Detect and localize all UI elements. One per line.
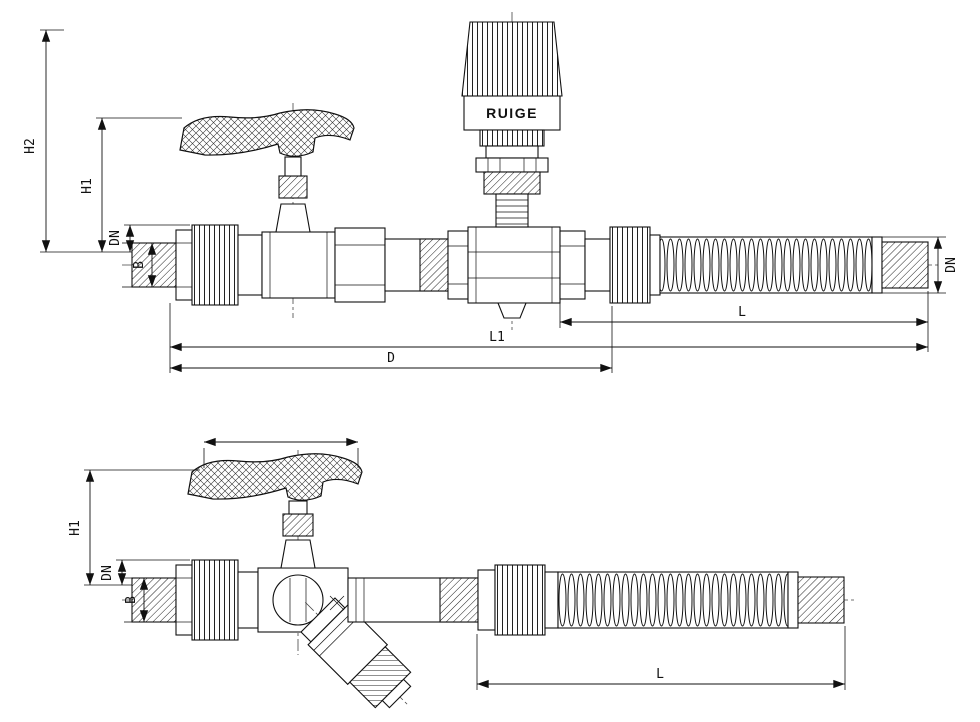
- thermostatic-valve: [447, 226, 651, 319]
- stem-boss: [280, 539, 316, 569]
- gland-nut: [483, 171, 541, 195]
- hose-union-nut: [609, 226, 651, 304]
- dim-label-dn-left: DN: [108, 230, 123, 246]
- dim-label-d: D: [387, 351, 395, 366]
- dim-l-bottom: L: [476, 626, 846, 690]
- dim-label-dn-bottom: DN: [100, 565, 115, 581]
- dim-label-h2: H2: [23, 138, 38, 154]
- head-knob: [461, 21, 563, 97]
- valve-stem: [288, 500, 308, 515]
- top-dimensions: H2 H1 DN B DN: [23, 29, 959, 373]
- union-nut: [334, 227, 386, 303]
- dim-label-b-bottom: B: [124, 596, 139, 604]
- ball-valve-handle-bottom: [187, 453, 363, 501]
- head-ring-1: [485, 145, 539, 159]
- corrugated-hose: [659, 236, 873, 294]
- thermo-valve-body: [467, 226, 561, 304]
- ball-valve-bottom: [187, 453, 363, 633]
- hose-end-fitting: [871, 236, 929, 294]
- dim-label-l1: L1: [489, 330, 505, 345]
- thermostatic-head: RUIGE: [461, 21, 563, 228]
- bottom-dimensions: H1 DN B L: [68, 437, 846, 690]
- dim-label-b: B: [132, 261, 147, 269]
- inlet-fitting-bottom: [131, 559, 239, 641]
- flex-hose-bottom: [544, 571, 845, 629]
- packing-nut: [282, 513, 314, 537]
- valve-nut-left: [447, 230, 469, 300]
- mid-pipe-bottom: [347, 564, 546, 636]
- hose-collar: [649, 234, 661, 296]
- dim-dn-left: DN: [108, 224, 190, 252]
- dim-dn-right: DN: [876, 236, 959, 294]
- head-collar: [479, 129, 545, 147]
- dim-b: B: [122, 242, 157, 288]
- dim-label-dn-right: DN: [944, 257, 959, 273]
- flex-hose-top: [649, 234, 929, 296]
- inlet-fitting: [131, 224, 239, 306]
- valve-inlet-neck: [237, 571, 259, 629]
- y-strainer: [300, 597, 412, 709]
- threaded-section: [419, 238, 449, 292]
- dim-label-h1-bottom: H1: [68, 520, 83, 536]
- bottom-view: H1 DN B L: [68, 437, 855, 709]
- hose-collar: [544, 571, 559, 629]
- dim-dn-bottom: DN: [100, 559, 190, 585]
- valve-body: [261, 231, 336, 299]
- dim-l-top: L: [559, 291, 929, 352]
- hose-union-nut: [494, 564, 546, 636]
- dim-handle-width: [203, 437, 359, 468]
- brand-logo: RUIGE: [486, 105, 538, 121]
- outlet-adapter: [584, 238, 611, 292]
- dim-b-bottom: B: [124, 577, 149, 623]
- packing-nut: [278, 175, 308, 199]
- valve-ball: [272, 574, 324, 626]
- valve-nut-right: [559, 230, 586, 300]
- dim-h2: H2: [23, 29, 132, 253]
- hose-end-fitting: [787, 571, 845, 629]
- top-view: RUIGE H2: [23, 12, 959, 373]
- dim-label-l-top: L: [738, 305, 746, 320]
- valve-stem: [284, 156, 302, 177]
- corrugated-hose: [557, 571, 789, 629]
- ball-valve-handle: [179, 109, 355, 157]
- dim-label-l-bottom: L: [656, 667, 664, 682]
- ball-valve: [179, 109, 355, 299]
- head-ring-2: [475, 157, 549, 173]
- x-mark: [329, 595, 345, 611]
- valve-inlet-neck: [237, 234, 263, 296]
- threaded-section: [439, 577, 479, 623]
- mid-union: [334, 227, 449, 303]
- dim-l1: L1: [169, 303, 928, 373]
- dim-h1-bottom: H1: [68, 469, 200, 586]
- strainer-plug: [381, 678, 412, 709]
- dim-h1: H1: [80, 117, 182, 252]
- drain-boss: [497, 302, 527, 319]
- dim-d: D: [170, 306, 613, 373]
- spring-housing: [495, 193, 529, 228]
- dim-label-h1: H1: [80, 178, 95, 194]
- stem-boss: [275, 203, 311, 233]
- union-flange: [477, 569, 496, 631]
- head-band: [463, 95, 561, 131]
